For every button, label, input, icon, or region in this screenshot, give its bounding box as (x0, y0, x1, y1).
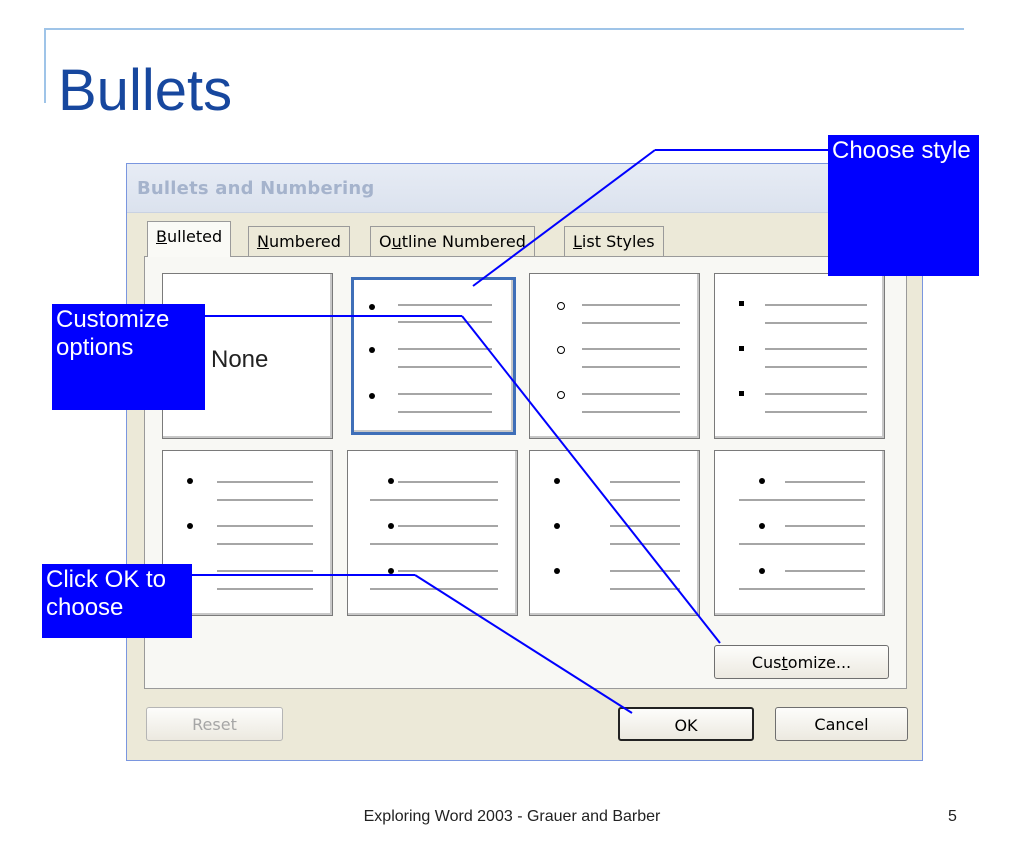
page-number: 5 (948, 808, 957, 825)
filled-dot-icon (369, 304, 375, 310)
filled-dot-icon (369, 393, 375, 399)
square-bullet-icon (739, 301, 744, 306)
filled-dot-icon (388, 568, 394, 574)
slide-footer: Exploring Word 2003 - Grauer and Barber (363, 808, 661, 825)
connector-choose-style-diagonal (472, 149, 656, 287)
cancel-button[interactable]: Cancel (775, 707, 908, 741)
filled-dot-icon (187, 478, 193, 484)
filled-dot-icon (554, 478, 560, 484)
bullets-and-numbering-dialog: Bullets and Numbering Bulleted Numbered … (126, 163, 923, 761)
filled-dot-icon (187, 523, 193, 529)
bullet-style-dot-center[interactable] (714, 450, 885, 616)
filled-dot-icon (759, 568, 765, 574)
bullet-style-dot-hanging[interactable] (347, 450, 518, 616)
none-label: None (211, 346, 269, 373)
filled-dot-icon (759, 523, 765, 529)
bullet-gallery-panel: None (144, 256, 907, 689)
connector-ok-diagonal (414, 574, 633, 714)
callout-choose-style: Choose style (828, 135, 979, 276)
callout-click-ok: Click OK to choose (42, 564, 192, 638)
callout-customize-options: Customize options (52, 304, 205, 410)
bullet-style-square[interactable] (714, 273, 885, 439)
slide-rule-left (44, 28, 46, 103)
hollow-circle-icon (557, 302, 565, 310)
tab-outline-numbered[interactable]: Outline Numbered (370, 226, 535, 256)
tab-numbered[interactable]: Numbered (248, 226, 350, 256)
filled-dot-icon (388, 478, 394, 484)
slide-rule-top (44, 28, 964, 30)
reset-button[interactable]: Reset (146, 707, 283, 741)
hollow-circle-icon (557, 391, 565, 399)
filled-dot-icon (759, 478, 765, 484)
slide-title: Bullets (58, 58, 233, 123)
dialog-titlebar: Bullets and Numbering (127, 164, 922, 213)
dialog-title: Bullets and Numbering (137, 178, 375, 199)
bullet-style-hollow-circle[interactable] (529, 273, 700, 439)
tab-list-styles[interactable]: List Styles (564, 226, 664, 256)
connector-customize-diagonal (461, 315, 721, 644)
bullet-style-dot-wide[interactable] (529, 450, 700, 616)
square-bullet-icon (739, 346, 744, 351)
hollow-circle-icon (557, 346, 565, 354)
bullet-style-filled-dot[interactable] (351, 277, 516, 435)
customize-button[interactable]: Customize... (714, 645, 889, 679)
ok-button[interactable]: OK (618, 707, 754, 741)
filled-dot-icon (388, 523, 394, 529)
filled-dot-icon (554, 523, 560, 529)
filled-dot-icon (554, 568, 560, 574)
filled-dot-icon (369, 347, 375, 353)
square-bullet-icon (739, 391, 744, 396)
tab-bulleted[interactable]: Bulleted (147, 221, 232, 257)
